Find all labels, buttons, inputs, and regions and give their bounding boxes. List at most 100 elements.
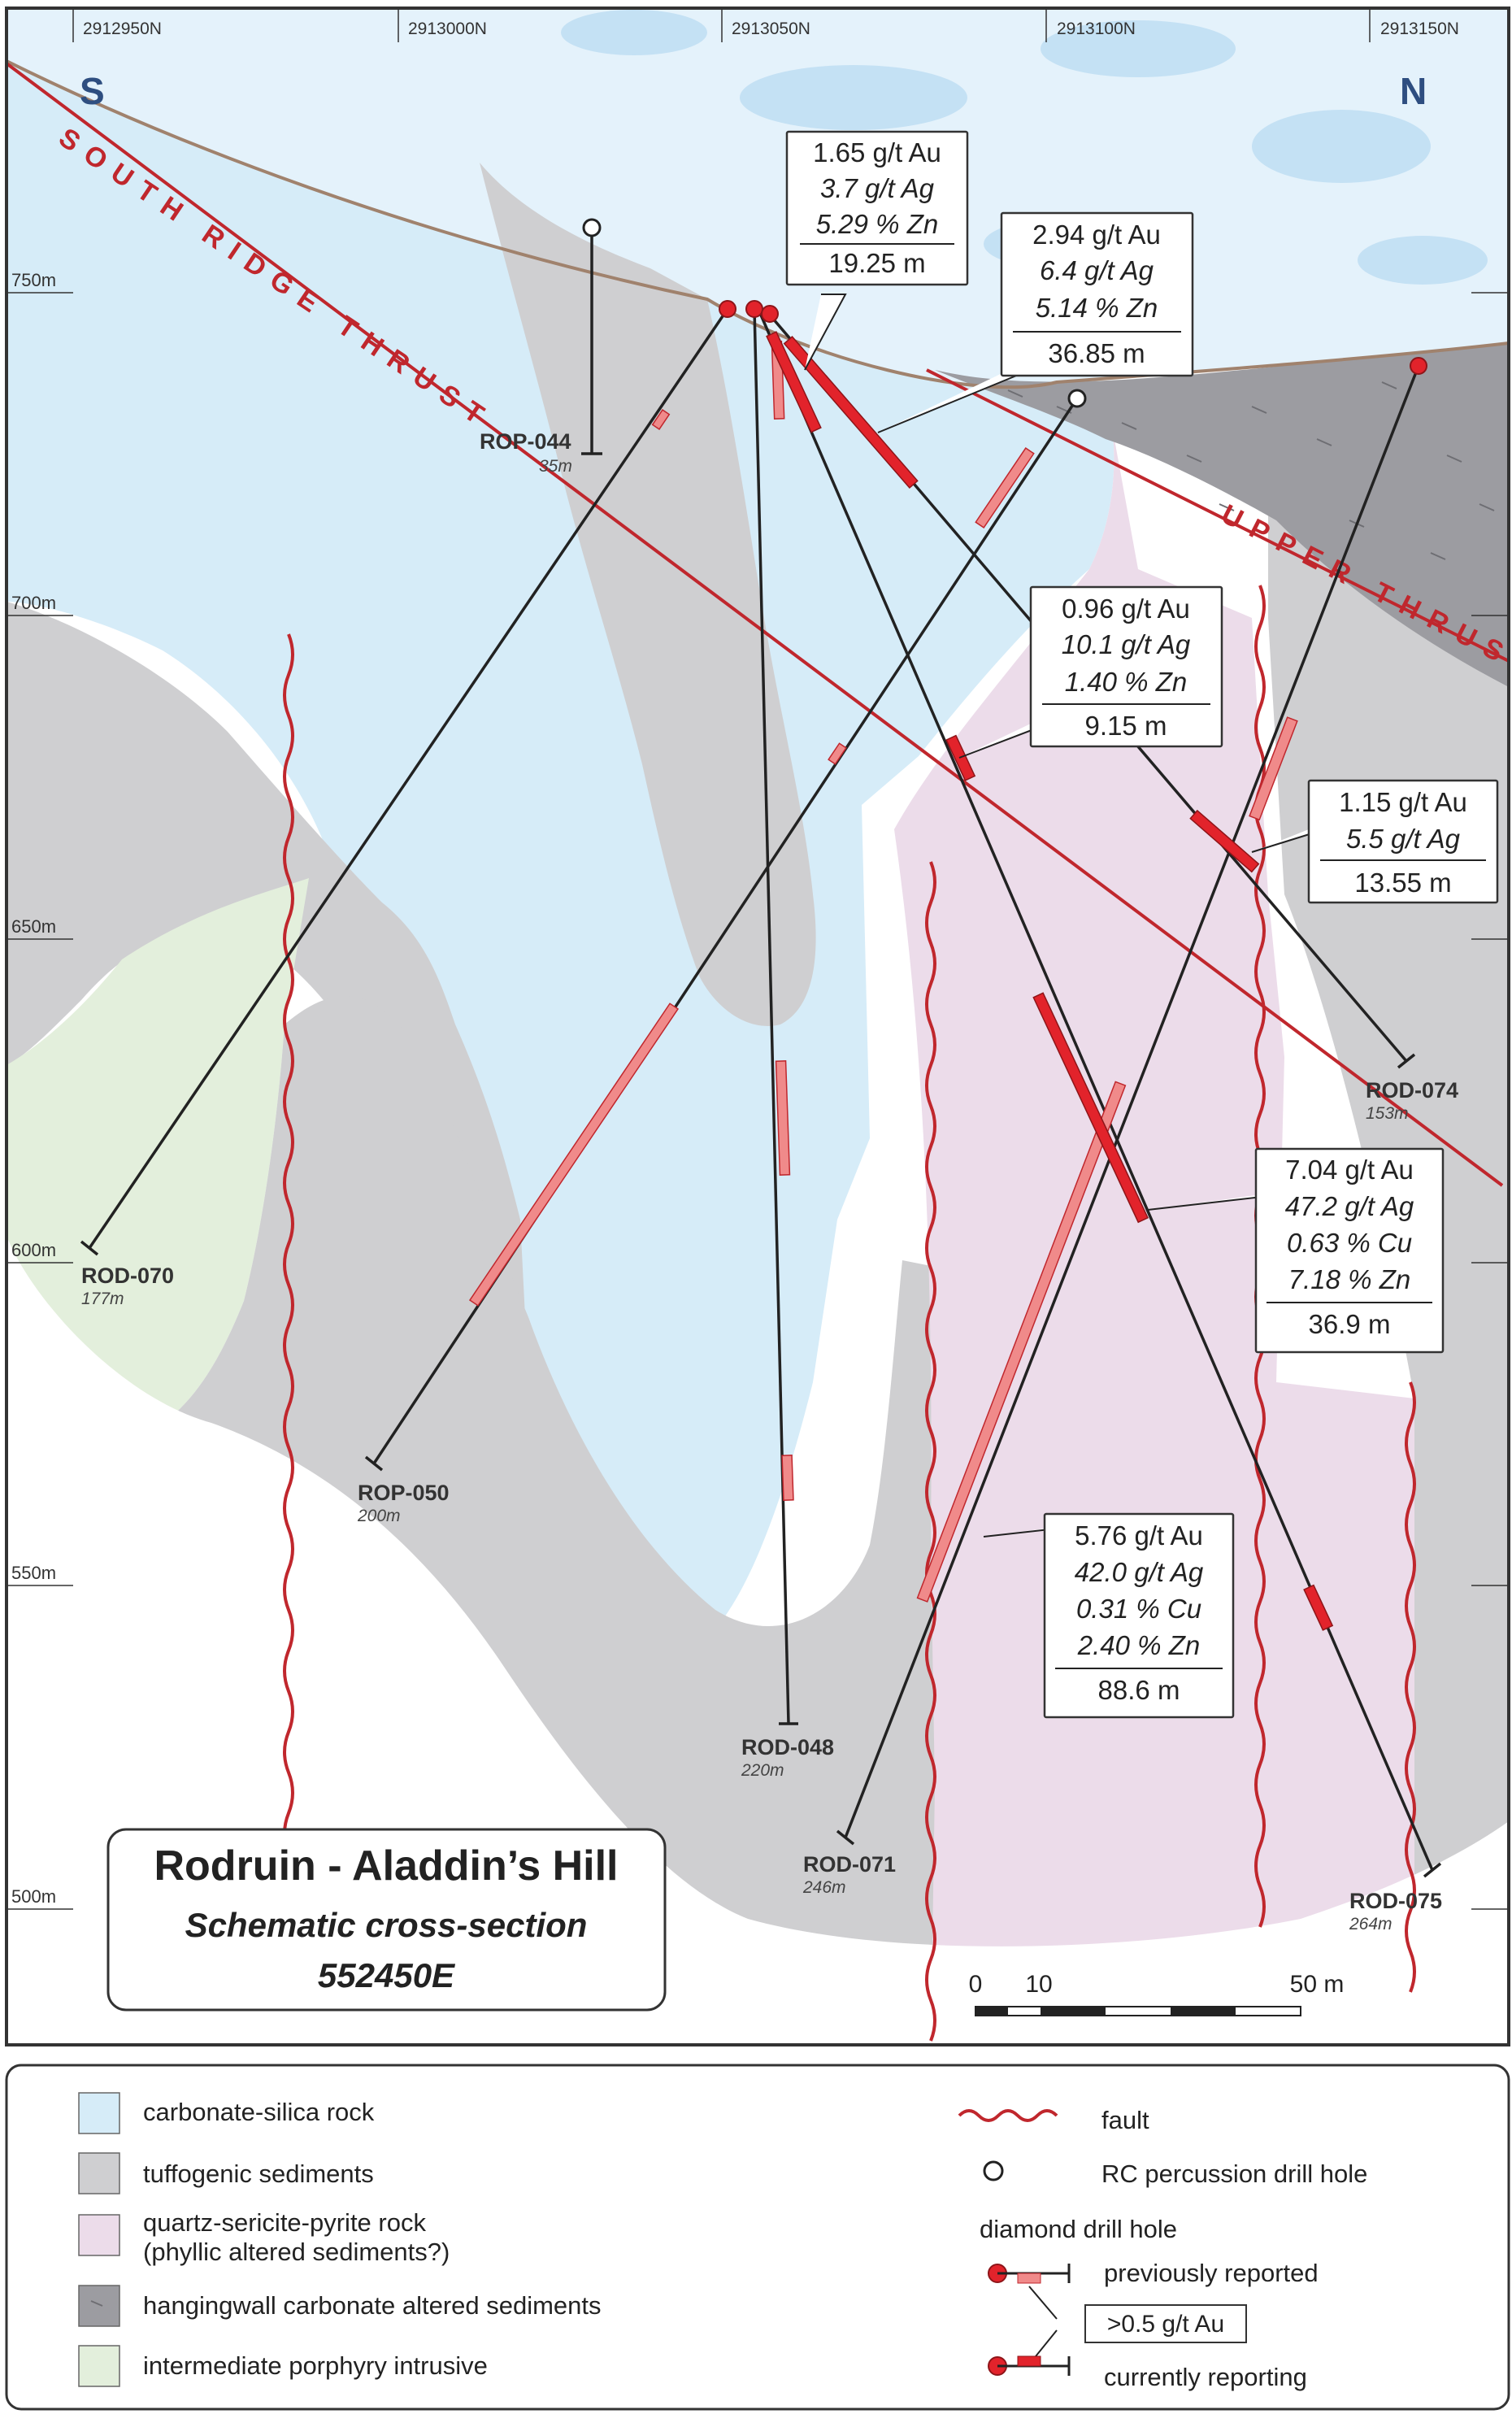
hole-label-rod-048: ROD-048 — [741, 1735, 834, 1759]
callout-6-total: 88.6 m — [1098, 1675, 1180, 1705]
northing-axis: 2912950N 2913000N 2913050N 2913100N 2913… — [72, 8, 1459, 42]
title-sub: Schematic cross-section — [185, 1906, 588, 1944]
hole-labels: ROP-044 35m ROD-070 177m ROP-050 200m RO… — [81, 429, 1458, 1933]
legend-swatch-carbonate — [78, 2092, 120, 2134]
vertical-fault-far-right — [1405, 1381, 1416, 1993]
intercept-rop-044-prev — [651, 409, 671, 430]
hole-length-rod-074: 153m — [1366, 1104, 1409, 1123]
legend-label-current: currently reporting — [1104, 2363, 1307, 2391]
scale-bar: 0 10 50 m — [969, 1971, 1345, 2016]
callout-1: 1.65 g/t Au 3.7 g/t Ag 5.29 % Zn 19.25 m — [785, 130, 969, 286]
callout-3-zn: 1.40 % Zn — [1065, 667, 1187, 697]
hole-length-rod-071: 246m — [802, 1878, 846, 1897]
legend-label-threshold: >0.5 g/t Au — [1107, 2311, 1224, 2338]
callout-4-au: 1.15 g/t Au — [1339, 787, 1467, 817]
legend-label-porphyry: intermediate porphyry intrusive — [143, 2351, 488, 2380]
unit-phyllic-zone — [894, 390, 1414, 2045]
callout-4: 1.15 g/t Au 5.5 g/t Ag 13.55 m — [1307, 779, 1499, 904]
collar-rod-074 — [761, 305, 779, 323]
unit-tuffogenic-left — [7, 602, 530, 1469]
callout-2-total: 36.85 m — [1048, 338, 1145, 368]
legend-current-intercept — [1017, 2355, 1041, 2367]
intercept-rod-074-cur-2 — [1189, 809, 1260, 873]
callout-1-ag: 3.7 g/t Ag — [820, 173, 935, 203]
hole-label-rod-070: ROD-070 — [81, 1264, 174, 1288]
legend: carbonate-silica rock tuffogenic sedimen… — [5, 2064, 1510, 2411]
intercept-rod-048-prev-2 — [775, 1060, 791, 1176]
hole-rod-071-trace — [844, 365, 1420, 1838]
callout-6-zn: 2.40 % Zn — [1077, 1630, 1200, 1660]
callout-5-cu: 0.63 % Cu — [1287, 1228, 1412, 1258]
legend-swatch-tuffogenic — [78, 2152, 120, 2194]
upper-thrust-fault — [926, 368, 1509, 663]
northing-3: 2913050N — [732, 20, 810, 38]
legend-label-phyllic: quartz-sericite-pyrite rock — [143, 2208, 426, 2237]
legend-label-diamond: diamond drill hole — [980, 2215, 1177, 2243]
scale-label-50: 50 m — [1290, 1971, 1345, 1998]
legend-rc-symbol — [983, 2160, 1004, 2181]
collar-rop-044 — [582, 218, 602, 237]
south-ridge-thrust-fault — [7, 62, 1504, 1187]
callout-4-total: 13.55 m — [1354, 868, 1451, 898]
hole-length-rod-048: 220m — [741, 1761, 784, 1780]
title-main: Rodruin - Aladdin’s Hill — [154, 1842, 618, 1890]
callout-6: 5.76 g/t Au 42.0 g/t Ag 0.31 % Cu 2.40 %… — [1043, 1512, 1235, 1719]
title-box: Rodruin - Aladdin’s Hill Schematic cross… — [106, 1828, 667, 2012]
elevation-650: 650m — [11, 916, 56, 937]
vertical-fault-centre — [925, 861, 936, 2042]
scale-label-10: 10 — [1025, 1971, 1052, 1998]
northing-4: 2913100N — [1057, 20, 1136, 38]
unit-carbonate-silica-upper — [7, 61, 1114, 1671]
compass-north: N — [1400, 70, 1427, 112]
legend-label-hangingwall: hangingwall carbonate altered sediments — [143, 2291, 602, 2320]
legend-label-rc: RC percussion drill hole — [1101, 2160, 1367, 2188]
hole-end-ticks — [80, 452, 1442, 1878]
topography-surface — [7, 59, 1509, 389]
elevation-500: 500m — [11, 1886, 56, 1907]
intercept-rop-050-prev — [975, 447, 1035, 528]
callout-5-ag: 47.2 g/t Ag — [1285, 1191, 1414, 1221]
intercept-rod-071-prev — [1249, 716, 1298, 821]
hole-label-rop-050: ROP-050 — [358, 1481, 450, 1505]
callout-2-ag: 6.4 g/t Ag — [1040, 255, 1154, 285]
intercept-rod-075-cur-3 — [1032, 992, 1149, 1224]
intercept-rod-074-cur — [783, 336, 919, 489]
callout-6-au: 5.76 g/t Au — [1075, 1520, 1203, 1551]
callout-1-zn: 5.29 % Zn — [816, 209, 938, 239]
hole-length-rod-070: 177m — [81, 1290, 124, 1308]
hole-length-rod-075: 264m — [1349, 1915, 1393, 1933]
unit-hangingwall-sediments — [935, 343, 1509, 687]
elevation-550: 550m — [11, 1563, 56, 1583]
callout-3-ag: 10.1 g/t Ag — [1062, 629, 1191, 659]
collars — [582, 218, 1427, 408]
hole-rod-070-trace — [88, 308, 729, 1249]
elevation-750: 750m — [11, 270, 56, 290]
intercept-rop-050-prev-2 — [468, 1003, 680, 1307]
callout-5-zn: 7.18 % Zn — [1288, 1264, 1410, 1294]
callout-1-au: 1.65 g/t Au — [813, 137, 941, 167]
legend-label-fault: fault — [1101, 2106, 1149, 2134]
callout-1-total: 19.25 m — [828, 248, 925, 278]
intercept-rod-070-prev — [828, 742, 847, 765]
collar-rod-071 — [1410, 357, 1427, 375]
legend-label-previous: previously reported — [1104, 2259, 1319, 2287]
elevation-axis: 750m 700m 650m 600m 550m 500m — [7, 270, 1509, 1910]
hole-label-rop-044: ROP-044 — [480, 429, 571, 454]
compass-south: S — [80, 70, 105, 112]
elevation-700: 700m — [11, 593, 56, 613]
legend-label-carbonate: carbonate-silica rock — [143, 2098, 375, 2126]
callout-6-ag: 42.0 g/t Ag — [1075, 1557, 1204, 1587]
section-frame — [5, 7, 1510, 2046]
intercept-rod-075-cur-4 — [1303, 1584, 1334, 1631]
legend-label-tuffogenic: tuffogenic sediments — [143, 2160, 374, 2188]
hole-label-rod-075: ROD-075 — [1349, 1889, 1442, 1913]
legend-swatch-phyllic — [78, 2214, 120, 2256]
unit-tuffogenic-upper-lens — [480, 163, 816, 1026]
northing-2: 2913000N — [408, 20, 487, 38]
callout-2-au: 2.94 g/t Au — [1032, 220, 1161, 250]
callout-2-zn: 5.14 % Zn — [1036, 293, 1158, 323]
legend-hangingwall-texture — [90, 2300, 103, 2307]
elevation-600: 600m — [11, 1240, 56, 1260]
legend-swatch-hangingwall — [78, 2285, 120, 2327]
